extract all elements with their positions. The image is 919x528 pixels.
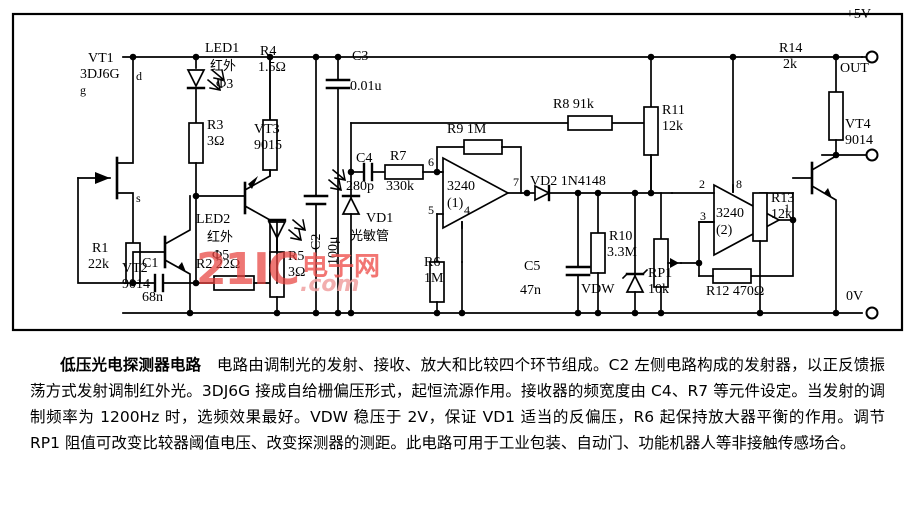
label-r1-value: 22k xyxy=(88,257,109,272)
label-r12: R12 470Ω xyxy=(706,284,765,299)
label-r7-ref: R7 xyxy=(390,149,407,164)
label-vd1-ref: VD1 xyxy=(366,211,394,226)
label-r10-value: 3.3M xyxy=(607,245,637,260)
label-r3-ref: R3 xyxy=(207,118,224,133)
terminal-label-vcc: +5V xyxy=(846,7,872,22)
label-r4-value: 1.5Ω xyxy=(258,60,286,75)
figure-caption: 低压光电探测器电路 电路由调制光的发射、接收、放大和比较四个环节组成。C2 左侧… xyxy=(0,352,919,528)
label-led2-size: Φ5 xyxy=(212,248,230,263)
label-r14-value: 2k xyxy=(783,57,797,72)
label-c5-ref: C5 xyxy=(524,259,541,274)
label-opamp2-ref: 3240 xyxy=(716,206,744,221)
label-r5-value: 3Ω xyxy=(288,265,306,280)
label-r6-ref: R6 xyxy=(424,255,441,270)
label-vd1-type: 光敏管 xyxy=(350,229,390,244)
label-opamp2-pin-1: 1 xyxy=(784,201,790,215)
label-vt3-part: 9015 xyxy=(254,138,282,153)
label-c2-value: 100μ xyxy=(326,236,341,265)
label-led2-type: 红外 xyxy=(207,230,234,245)
label-c1-value: 68n xyxy=(142,290,163,305)
label-vt1-pin-d: d xyxy=(136,69,142,83)
label-r11-value: 12k xyxy=(662,119,683,134)
label-vt2-part: 9014 xyxy=(122,277,150,292)
circuit-schematic xyxy=(11,12,904,332)
label-r9: R9 1M xyxy=(447,122,487,137)
label-r10-ref: R10 xyxy=(609,229,633,244)
label-opamp2-pin-8: 8 xyxy=(736,177,742,191)
label-r6-value: 1M xyxy=(424,271,444,286)
caption-body: 电路由调制光的发射、接收、放大和比较四个环节组成。C2 左侧电路构成的发射器，以… xyxy=(30,356,885,452)
label-c1-ref: C1 xyxy=(142,256,159,271)
label-c4-value: 280p xyxy=(346,179,374,194)
label-vt1-pin-s: s xyxy=(136,191,141,205)
label-opamp1-pin-7: 7 xyxy=(513,175,519,189)
label-opamp1-pin-4: 4 xyxy=(464,203,470,217)
label-r3-value: 3Ω xyxy=(207,134,225,149)
caption-title: 低压光电探测器电路 xyxy=(60,356,202,374)
label-r11-ref: R11 xyxy=(662,103,685,118)
label-opamp2-unit: (2) xyxy=(716,223,733,238)
label-opamp1-pin-5: 5 xyxy=(428,203,434,217)
label-opamp1-ref: 3240 xyxy=(447,179,475,194)
label-c3-ref: C3 xyxy=(352,49,369,64)
label-vt2-ref: VT2 xyxy=(122,261,148,276)
label-vt1-pin-g: g xyxy=(80,83,86,97)
label-r14-ref: R14 xyxy=(779,41,803,56)
label-r1-ref: R1 xyxy=(92,241,109,256)
label-vt4-part: 9014 xyxy=(845,133,873,148)
label-vt3-ref: VT3 xyxy=(254,122,280,137)
label-r5-ref: R5 xyxy=(288,249,305,264)
label-r8: R8 91k xyxy=(553,97,594,112)
label-opamp1-unit: (1) xyxy=(447,196,464,211)
terminal-label-out: OUT xyxy=(840,61,869,76)
label-led1-type: 红外 xyxy=(210,59,237,74)
label-r4-ref: R4 xyxy=(260,44,277,59)
label-vdw-ref: VDW xyxy=(581,282,615,297)
label-vt1-part: 3DJ6G xyxy=(80,67,120,82)
label-rp1-value: 10k xyxy=(648,282,669,297)
label-r7-value: 330k xyxy=(386,179,414,194)
label-opamp1-pin-6: 6 xyxy=(428,155,434,169)
label-vt1-ref: VT1 xyxy=(88,51,114,66)
label-c3-value: 0.01u xyxy=(350,79,382,94)
label-r13-ref: R13 xyxy=(771,191,795,206)
label-led2-ref: LED2 xyxy=(196,212,231,227)
label-c5-value: 47n xyxy=(520,283,541,298)
label-opamp2-pin-3: 3 xyxy=(700,209,706,223)
label-led1-ref: LED1 xyxy=(205,41,240,56)
label-r13-value: 12k xyxy=(771,207,792,222)
label-rp1-ref: RP1 xyxy=(648,266,673,281)
label-c4-ref: C4 xyxy=(356,151,373,166)
label-led1-size: Φ3 xyxy=(216,77,234,92)
terminal-label-gnd: 0V xyxy=(846,289,864,304)
label-vd2: VD2 1N4148 xyxy=(530,174,606,189)
label-c2-ref: C2 xyxy=(309,233,324,250)
label-r2: R2 22Ω xyxy=(196,257,241,272)
label-vt4-ref: VT4 xyxy=(845,117,871,132)
label-opamp2-pin-2: 2 xyxy=(699,177,705,191)
